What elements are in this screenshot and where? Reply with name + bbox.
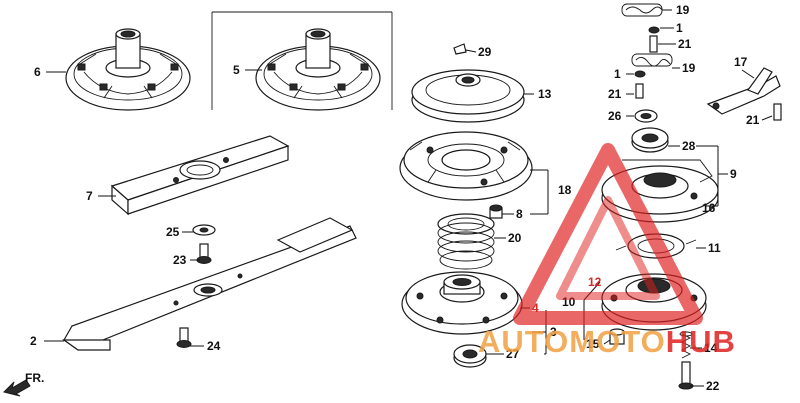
part-bolt-21-right <box>773 103 782 121</box>
watermark-text-auto: AUTOMOTOHUB <box>478 324 736 359</box>
front-direction-arrow: FR. <box>3 371 44 397</box>
watermark-triangle-logo <box>513 143 703 325</box>
callout-8: 8 <box>516 207 523 221</box>
callout-20: 20 <box>508 231 522 245</box>
callout-21-mid: 21 <box>608 87 622 101</box>
part-bolt-21-upper <box>649 35 658 53</box>
callout-15: 15 <box>586 337 600 351</box>
callout-6: 6 <box>34 65 41 79</box>
part-bolt-23 <box>196 243 212 264</box>
part-blade-stiffener-7 <box>110 135 290 216</box>
callout-3: 3 <box>550 325 557 339</box>
part-blade-holder-6 <box>65 28 191 111</box>
part-spring-19-lower <box>631 53 673 67</box>
part-clutch-disc-3 <box>401 271 523 335</box>
part-nut-8 <box>489 204 503 219</box>
part-rivet-1-upper <box>648 26 660 34</box>
part-bearing-28 <box>631 127 669 153</box>
part-pulley-13 <box>411 69 525 123</box>
callout-19-upper: 19 <box>676 3 690 17</box>
front-direction-label: FR. <box>25 371 44 385</box>
callout-9: 9 <box>730 167 737 181</box>
callout-27: 27 <box>506 347 520 361</box>
callout-21-upper: 21 <box>678 37 692 51</box>
callout-4: 4 <box>532 301 539 315</box>
callout-23: 23 <box>173 253 187 267</box>
part-key-29 <box>453 43 467 55</box>
callout-18: 18 <box>558 183 572 197</box>
callout-28: 28 <box>682 139 696 153</box>
part-washer-26 <box>634 109 658 123</box>
callout-12: 12 <box>588 275 602 289</box>
part-blade-holder-5 <box>255 28 381 111</box>
callout-25: 25 <box>166 225 180 239</box>
callout-11: 11 <box>708 241 721 255</box>
watermark-part-hub: HUB <box>666 324 736 359</box>
callout-5: 5 <box>233 63 240 77</box>
part-bolt-21-mid <box>635 83 644 99</box>
callout-13: 13 <box>538 87 552 101</box>
callout-29: 29 <box>478 45 492 59</box>
part-spring-19-upper <box>621 3 663 17</box>
callout-labels: 6 5 7 25 23 2 24 29 13 18 8 20 4 3 27 19… <box>30 3 760 393</box>
part-spring-14 <box>679 331 693 359</box>
panel-dividers <box>211 11 393 110</box>
watermark-part-auto: AUTO <box>478 324 569 359</box>
callout-1-lower: 1 <box>614 67 621 81</box>
callout-7: 7 <box>86 189 93 203</box>
part-bolt-22 <box>678 361 694 390</box>
part-bearing-27 <box>453 344 487 368</box>
part-clutch-plate-18 <box>399 131 533 201</box>
watermark: AUTOMOTOHUB <box>478 143 736 359</box>
part-blade-2 <box>62 217 357 351</box>
part-spring-20 <box>437 213 495 270</box>
part-bracket-17 <box>706 67 781 115</box>
part-rivet-1-lower <box>634 70 646 78</box>
callout-16: 16 <box>702 201 716 215</box>
part-washer-25 <box>192 224 216 236</box>
callout-19-lower: 19 <box>682 61 696 75</box>
callout-14: 14 <box>704 341 718 355</box>
watermark-part-moto: MOTO <box>569 324 665 359</box>
callout-21-right: 21 <box>746 113 760 127</box>
callout-22: 22 <box>706 379 720 393</box>
part-bushing-15 <box>609 328 625 345</box>
callout-26: 26 <box>608 109 622 123</box>
callout-17: 17 <box>734 55 748 69</box>
callout-1-upper: 1 <box>676 21 683 35</box>
callout-24: 24 <box>207 339 221 353</box>
callout-2: 2 <box>30 334 37 348</box>
part-bolt-24 <box>176 327 192 348</box>
